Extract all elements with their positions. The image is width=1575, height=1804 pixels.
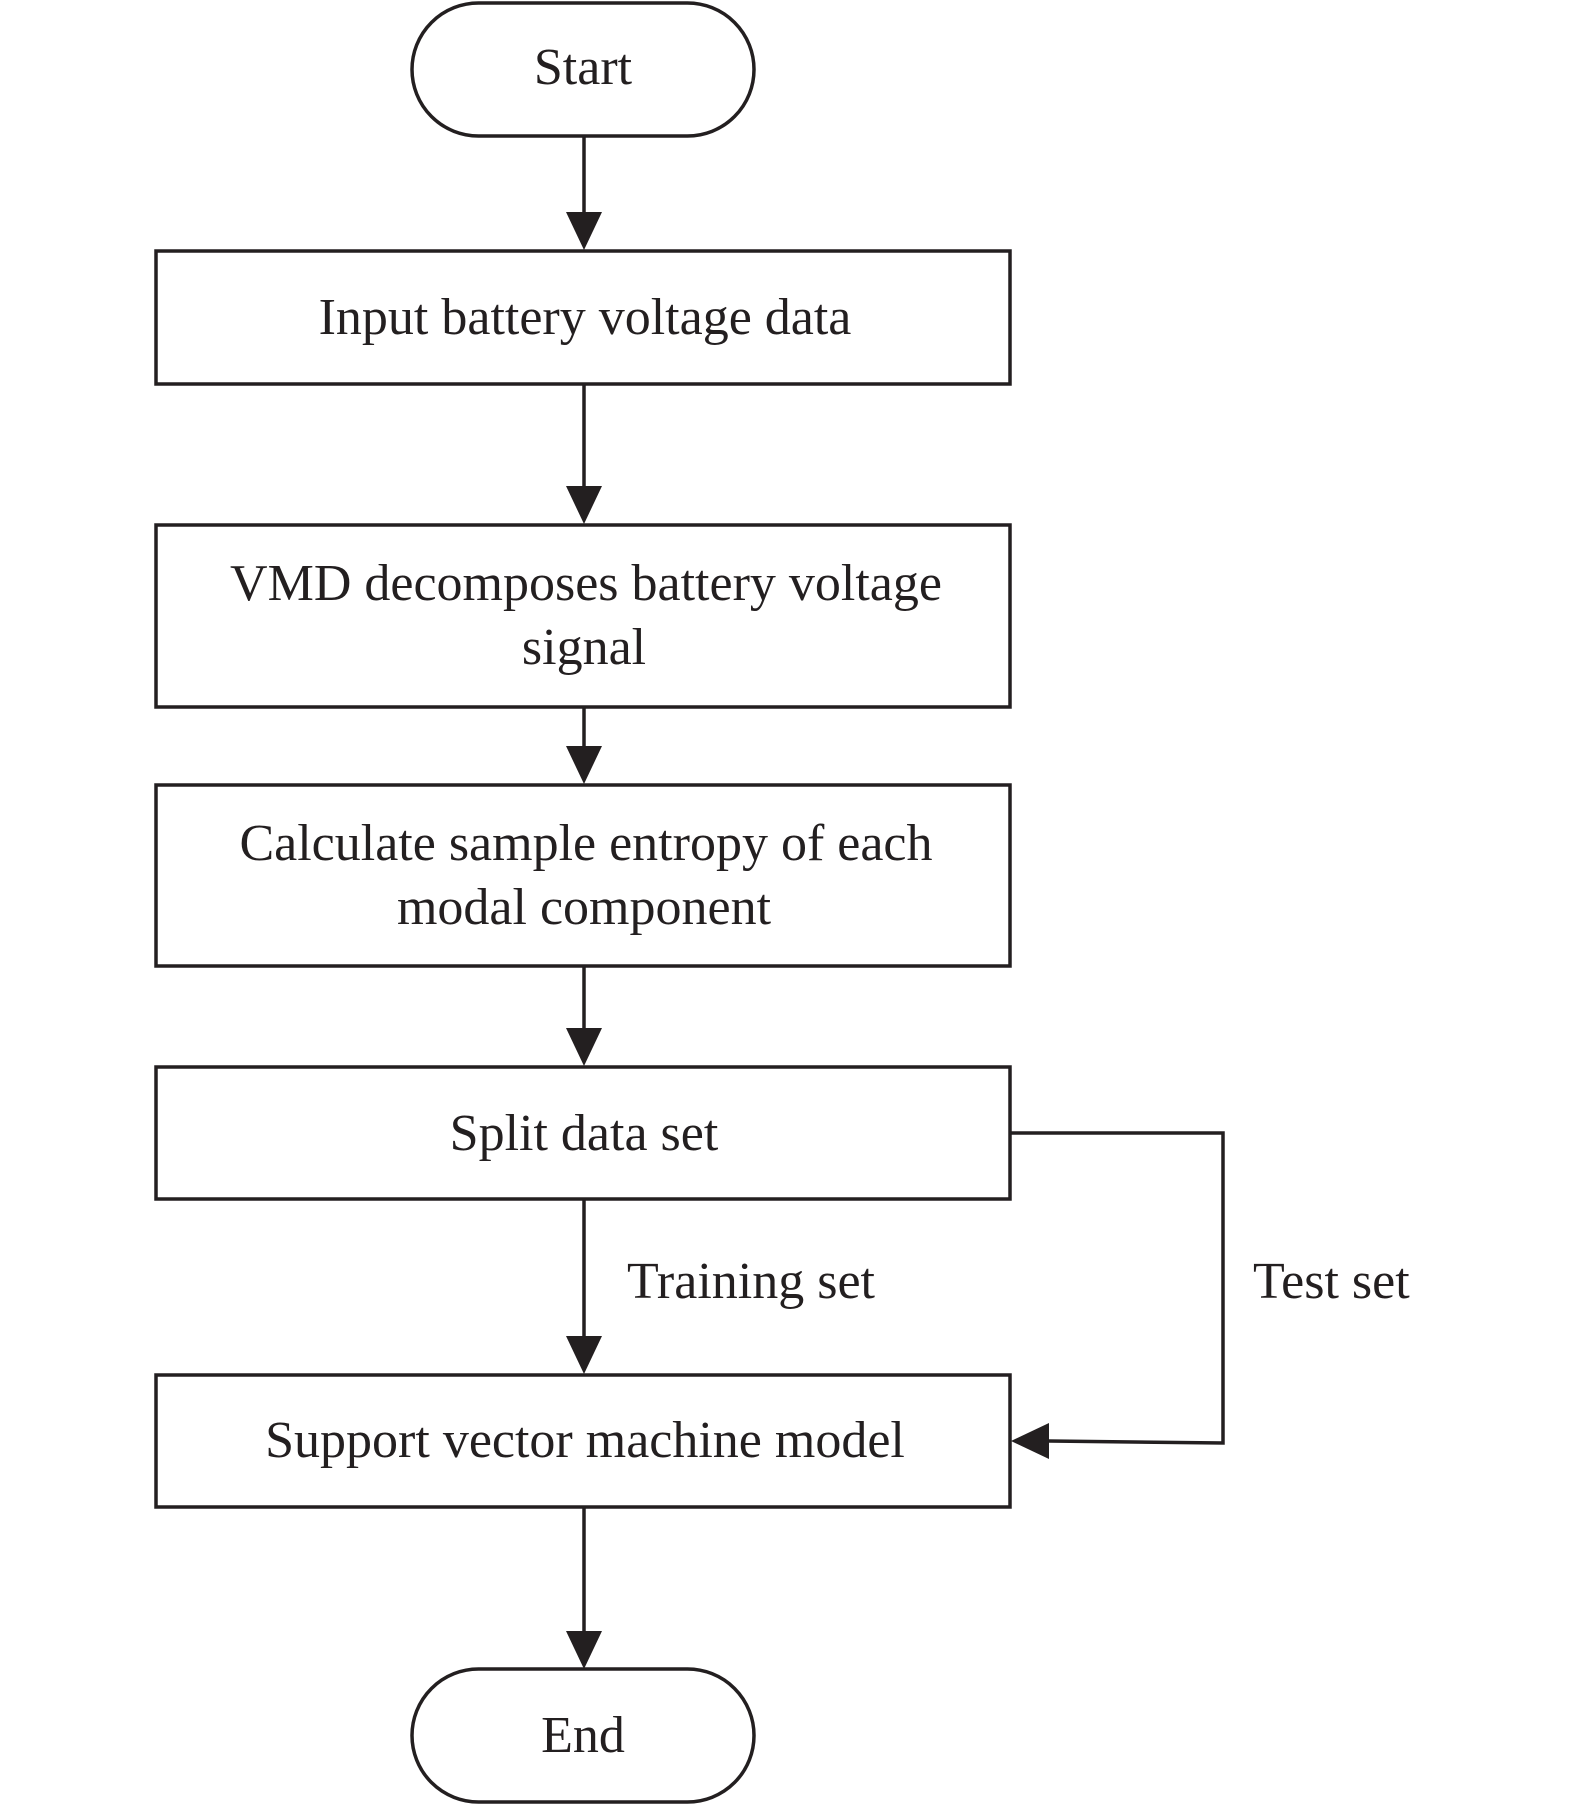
start-terminal-shape [410, 1, 756, 138]
entropy-node: Calculate sample entropy of each modal c… [154, 783, 1012, 968]
split-label: Split data set [450, 1105, 719, 1162]
input-node: Input battery voltage data [154, 249, 1012, 386]
vmd-label-line-2: signal [522, 619, 646, 676]
arrowhead-entropy-to-split [566, 1028, 602, 1066]
vmd-label-line-1: VMD decomposes battery voltage [230, 555, 942, 612]
entropy-label-line-1: Calculate sample entropy of each [239, 815, 932, 872]
arrowhead-vmd-to-entropy [566, 746, 602, 784]
end-node: End [410, 1667, 756, 1804]
arrowhead-training-set [566, 1336, 602, 1374]
vmd-node: VMD decomposes battery voltage signal [154, 523, 1012, 709]
connector-test-set [1010, 1131, 1225, 1445]
end-label: End [541, 1707, 625, 1764]
connectors [566, 136, 1225, 1669]
arrowhead-test-set [1011, 1423, 1049, 1459]
training-set-label: Training set [627, 1253, 876, 1310]
arrowhead-start-to-input [566, 212, 602, 250]
entropy-label-line-2: modal component [397, 879, 772, 936]
svm-node: Support vector machine model [154, 1373, 1012, 1509]
end-terminal-shape [410, 1667, 756, 1804]
start-label: Start [534, 39, 633, 96]
svm-label: Support vector machine model [265, 1412, 905, 1469]
vmd-process-box [154, 523, 1012, 709]
svm-process-box [154, 1373, 1012, 1509]
input-label: Input battery voltage data [319, 289, 852, 346]
split-node: Split data set [154, 1065, 1012, 1201]
arrowhead-svm-to-end [566, 1631, 602, 1669]
start-node: Start [410, 1, 756, 138]
split-process-box [154, 1065, 1012, 1201]
entropy-process-box [154, 783, 1012, 968]
arrowhead-input-to-vmd [566, 486, 602, 524]
input-process-box [154, 249, 1012, 386]
test-set-label: Test set [1253, 1253, 1410, 1310]
